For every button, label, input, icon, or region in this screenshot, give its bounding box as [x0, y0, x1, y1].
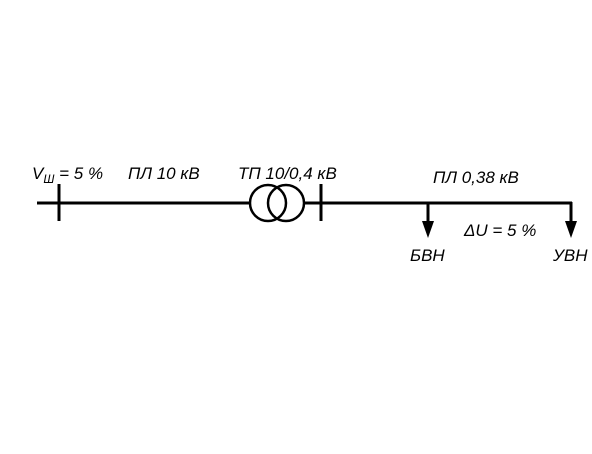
source-voltage-subscript: Ш: [43, 172, 55, 186]
transformer-symbol: [248, 183, 306, 223]
voltage-drop-label: ΔU = 5 %: [463, 221, 536, 240]
source-voltage-value: = 5 %: [54, 164, 103, 183]
near-consumer-label: БВН: [410, 246, 445, 265]
far-consumer-label: УВН: [552, 246, 588, 265]
far-load-arrow: [565, 202, 577, 238]
near-load-arrowhead: [422, 221, 434, 238]
far-load-arrowhead: [565, 221, 577, 238]
transformer-primary-winding: [248, 183, 288, 223]
source-voltage-symbol: V: [32, 164, 45, 183]
transformer-label: ТП 10/0,4 кВ: [238, 164, 337, 183]
near-load-arrow: [422, 203, 434, 238]
hv-line-label: ПЛ 10 кВ: [128, 164, 200, 183]
lv-line-label: ПЛ 0,38 кВ: [433, 168, 519, 187]
source-voltage-label: VШ = 5 %: [32, 164, 103, 186]
